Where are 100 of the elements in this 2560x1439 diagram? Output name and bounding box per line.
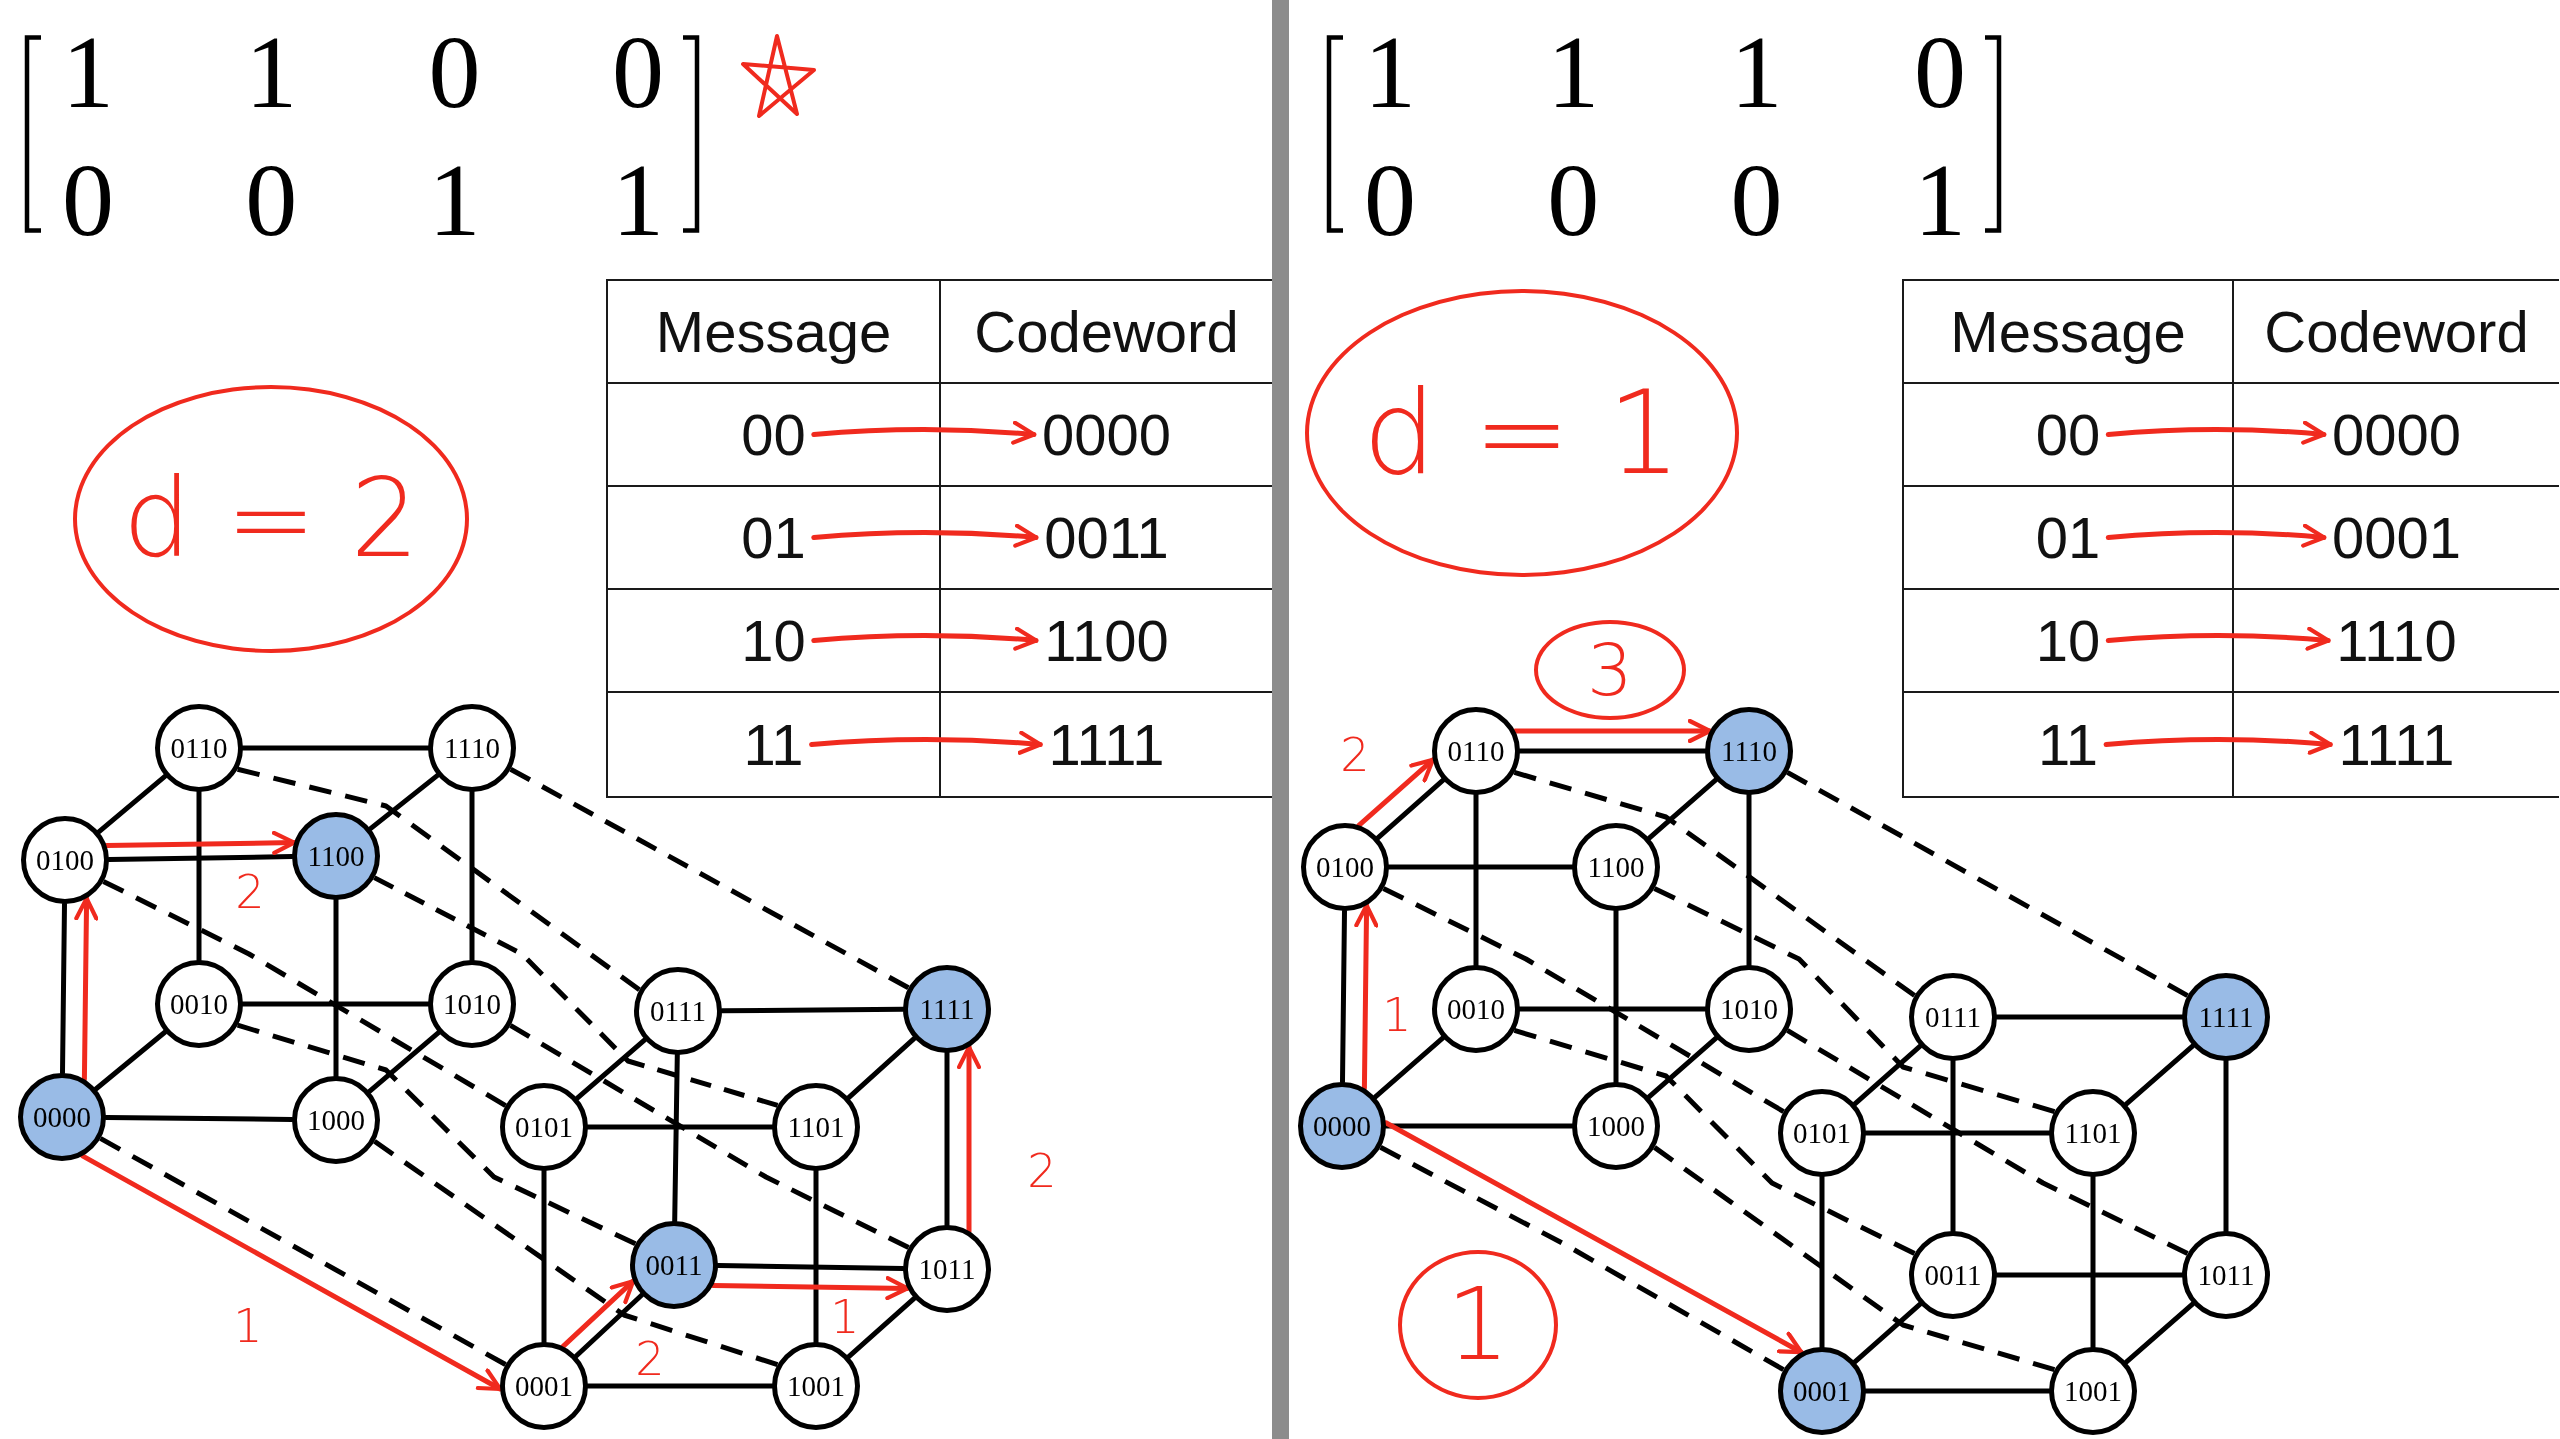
line: [469, 789, 475, 963]
message-bits: 10: [741, 608, 806, 673]
dashed-line: [1653, 1145, 2056, 1372]
line: [1950, 1058, 1956, 1234]
matrix-entry: 0: [1913, 20, 1966, 124]
graph-vertex: 1101: [772, 1083, 860, 1171]
matrix-entry: 0: [1730, 148, 1783, 252]
line: [1375, 777, 1446, 841]
dashed-line: [1786, 1028, 2189, 1256]
graph-vertex: 1001: [772, 1342, 860, 1430]
dashed-line: [236, 1022, 637, 1247]
line: [1613, 908, 1619, 1085]
line: [1852, 1301, 1923, 1365]
graph-vertex: 1000: [1572, 1082, 1660, 1170]
codeword-bits: 1111: [2338, 712, 2455, 777]
graph-vertex: 0101: [1778, 1089, 1866, 1177]
line: [944, 1050, 950, 1228]
line: [813, 1168, 819, 1345]
message-bits: 11: [743, 712, 804, 777]
graph-vertex: 1010: [428, 960, 516, 1048]
matrix-entry: 0: [611, 20, 664, 124]
graph-vertex: 1000: [292, 1076, 380, 1164]
graph-vertex: 0001: [500, 1342, 588, 1430]
line: [1473, 792, 1479, 968]
matrix-entry: 1: [62, 20, 114, 124]
line: [573, 1292, 645, 1359]
graph-vertex: 1010: [1705, 965, 1793, 1053]
message-bits: 10: [2035, 608, 2101, 673]
codeword-bits: 1110: [2336, 608, 2457, 673]
arrow: [956, 1044, 982, 1234]
matrix-entry: 1: [428, 148, 481, 252]
graph-vertex: 1110: [1705, 707, 1793, 795]
arrow: [80, 1153, 503, 1392]
graph-vertex: 1101: [2049, 1089, 2137, 1177]
line: [1852, 1043, 1923, 1107]
arrow: [1354, 902, 1379, 1091]
line: [2123, 1301, 2196, 1365]
line: [368, 772, 440, 832]
graph-vertex: 1111: [2182, 973, 2270, 1061]
arrow: [560, 1278, 636, 1349]
graph-vertex: 1011: [903, 1225, 991, 1313]
matrix-entry: 1: [1364, 20, 1416, 124]
circled-annotation: 3: [1534, 620, 1686, 720]
line: [1646, 1035, 1719, 1100]
line: [846, 1295, 917, 1360]
graph-vertex: 0110: [155, 704, 243, 792]
graph-vertex: 1100: [292, 812, 380, 900]
graph-vertex: 1110: [428, 704, 516, 792]
arrow: [104, 830, 297, 855]
matrix-entry: 0: [1547, 148, 1600, 252]
matrix-entry: 1: [611, 148, 664, 252]
arrow: [2105, 523, 2327, 548]
arrow: [2105, 626, 2331, 651]
codeword-bits: 0011: [1044, 505, 1169, 570]
graph-vertex: 0011: [630, 1221, 718, 1309]
message-bits: 00: [2035, 402, 2101, 467]
arrow: [1512, 718, 1713, 744]
matrix-entry: 1: [245, 20, 298, 124]
message-bits: 11: [2037, 712, 2099, 777]
line: [1646, 777, 1719, 841]
codeword-bits: 1100: [1044, 608, 1169, 673]
dashed-line: [373, 875, 779, 1108]
circled-annotation: 1: [1398, 1250, 1558, 1400]
graph-vertex: 0111: [634, 967, 722, 1055]
line: [672, 1052, 680, 1224]
graph-vertex: 0111: [1909, 973, 1997, 1061]
dashed-line: [1513, 770, 1917, 998]
codeword-bits: 1111: [1048, 712, 1165, 777]
graph-vertex: 1011: [2182, 1231, 2270, 1319]
matrix-entry: 1: [1730, 20, 1783, 124]
dashed-line: [1786, 770, 2189, 998]
arrow: [811, 523, 1039, 548]
graph-vertex: 0101: [500, 1083, 588, 1171]
line: [367, 1030, 441, 1094]
graph-vertex: 0100: [21, 816, 109, 904]
dashed-line: [102, 879, 507, 1108]
arrow: [74, 895, 99, 1082]
dashed-line: [99, 1136, 507, 1367]
arrow: [1356, 757, 1436, 828]
line: [541, 1168, 547, 1345]
line: [1340, 908, 1347, 1085]
column-header: Codeword: [974, 299, 1239, 364]
column-header: Codeword: [2264, 299, 2529, 364]
graph-vertex: 0100: [1301, 823, 1389, 911]
graph-vertex: 1111: [903, 965, 991, 1053]
arrow: [809, 730, 1043, 755]
arrow: [811, 420, 1037, 445]
graph-vertex: 1100: [1572, 823, 1660, 911]
codeword-bits: 0001: [2332, 505, 2461, 570]
line: [846, 1035, 917, 1101]
message-bits: 00: [741, 402, 806, 467]
arrow: [2103, 730, 2333, 755]
line: [1746, 792, 1752, 968]
circled-annotation: d = 2: [73, 385, 469, 653]
message-bits: 01: [741, 505, 806, 570]
matrix-entry: 0: [428, 20, 481, 124]
matrix-entry: 0: [245, 148, 298, 252]
line: [2123, 1043, 2196, 1107]
matrix-entry: 1: [1913, 148, 1966, 252]
line: [1819, 1174, 1825, 1350]
